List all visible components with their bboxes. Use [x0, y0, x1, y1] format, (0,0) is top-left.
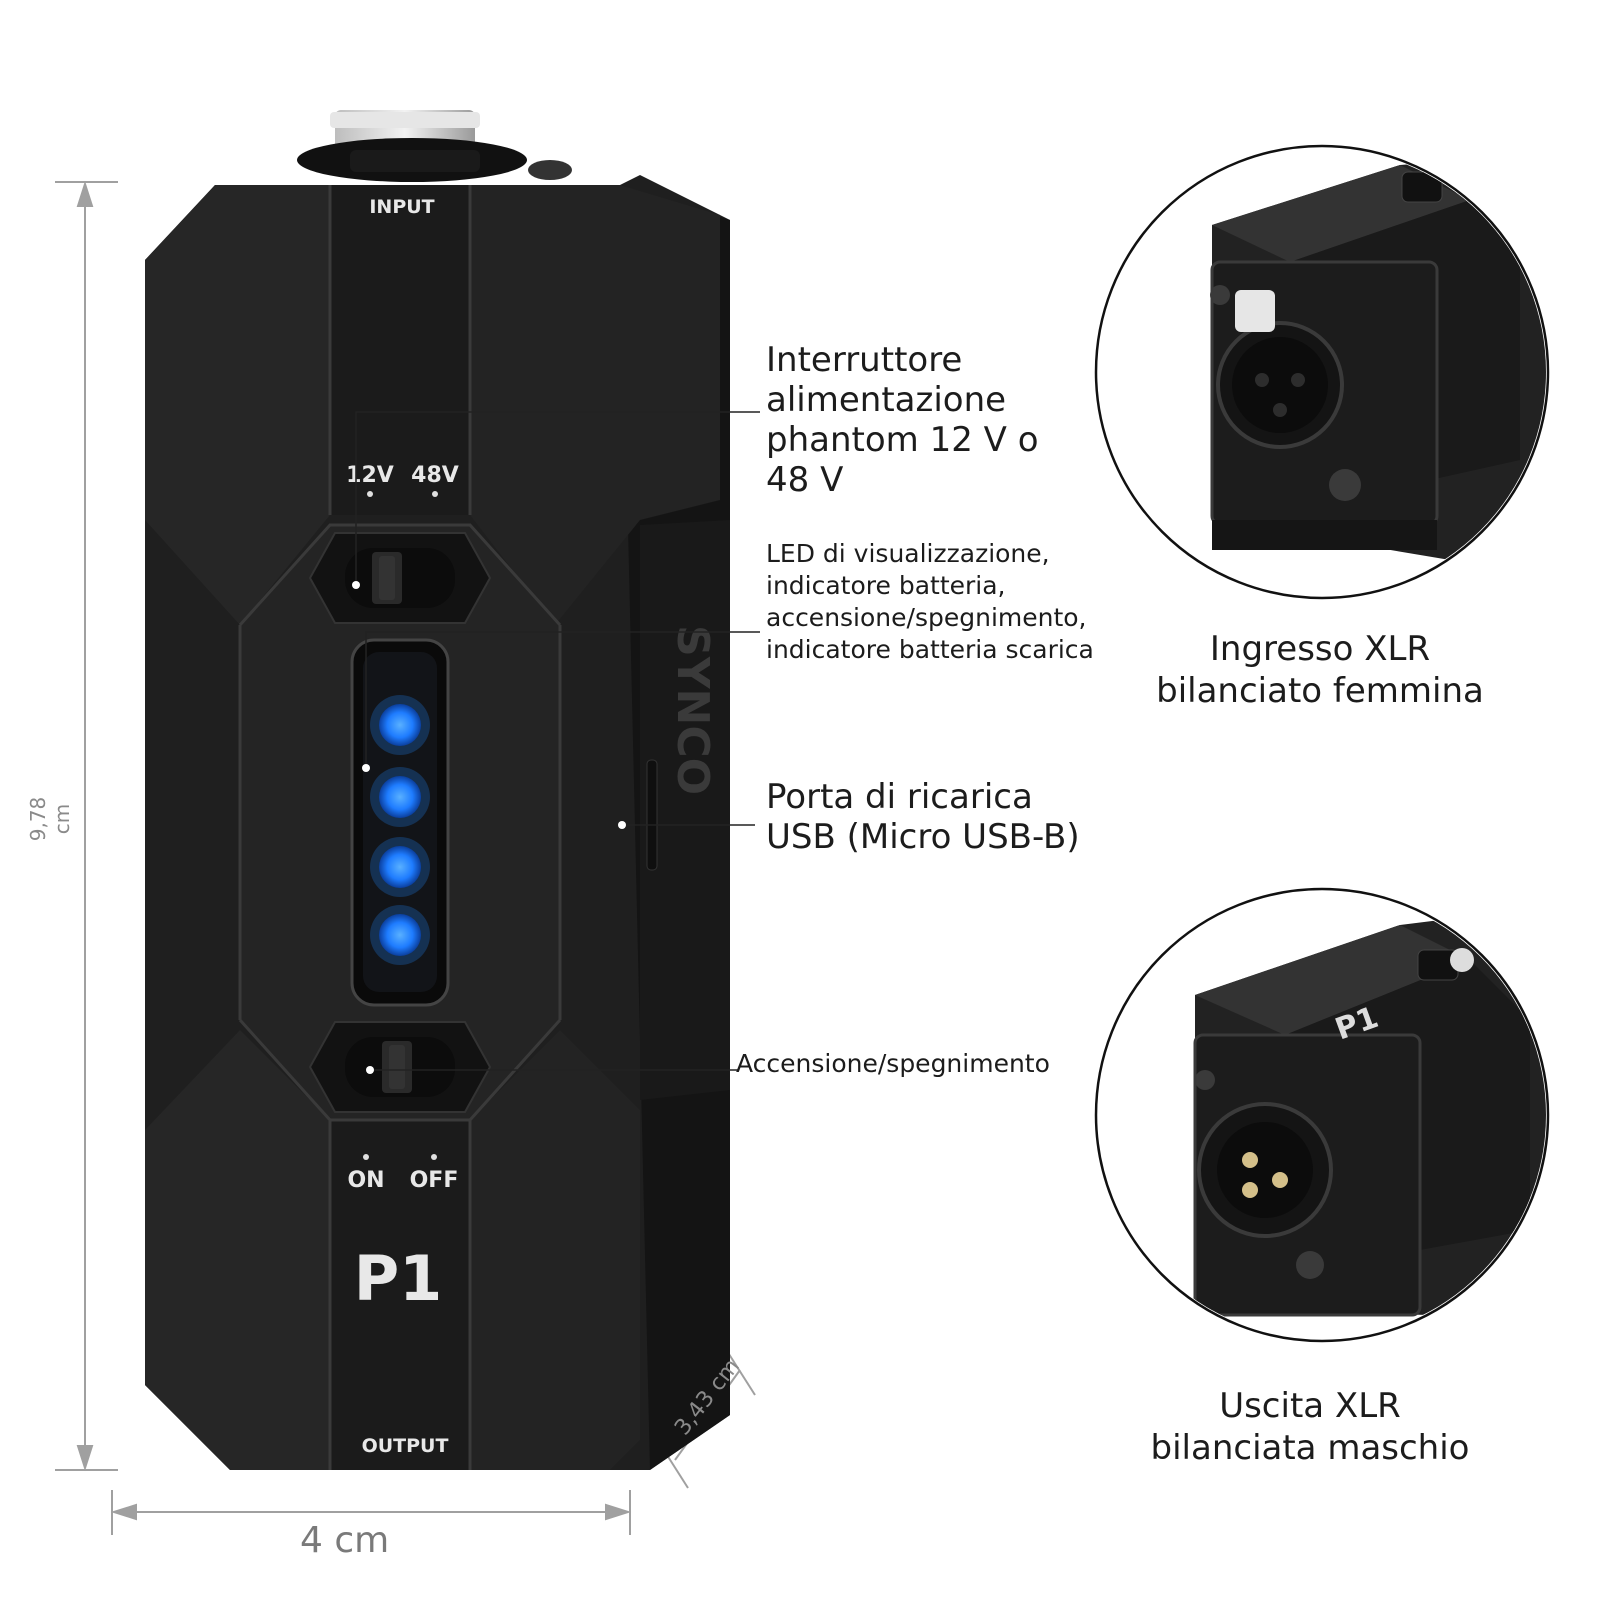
led-dot [379, 914, 421, 956]
v12-printed-label: 12V [346, 463, 394, 488]
power-switch[interactable] [308, 1021, 492, 1113]
led-dot [379, 846, 421, 888]
led-dot [379, 776, 421, 818]
input-xlr-caption-line: bilanciato femmina [1156, 671, 1484, 711]
off-printed-label: OFF [410, 1168, 459, 1193]
led-callout-line: accensione/spegnimento, [766, 603, 1087, 632]
phantom-callout-line: phantom 12 V o [766, 420, 1039, 460]
led-callout: LED di visualizzazione, indicatore batte… [766, 538, 1146, 666]
phantom-callout-line: Interruttore [766, 340, 963, 380]
on-printed-label: ON [347, 1168, 384, 1193]
phantom-callout-line: alimentazione [766, 380, 1007, 420]
input-printed-label: INPUT [369, 196, 434, 218]
led-callout-line: indicatore batteria, [766, 571, 1006, 600]
phantom-callout: Interruttore alimentazione phantom 12 V … [766, 340, 1096, 500]
led-dot [379, 704, 421, 746]
callout-lines [352, 411, 760, 1074]
brand-logo: SYNCO [667, 625, 718, 795]
output-xlr-detail: P1 [1094, 887, 1550, 1343]
led-indicator-window [350, 638, 450, 1007]
input-xlr-caption-line: Ingresso XLR [1209, 629, 1431, 669]
width-dimension-label: 4 cm [300, 1520, 390, 1561]
led-callout-line: LED di visualizzazione, [766, 539, 1050, 568]
xlr-input-connector [297, 110, 572, 182]
output-printed-label: OUTPUT [362, 1435, 449, 1457]
usb-callout-line: USB (Micro USB-B) [766, 817, 1080, 857]
input-xlr-caption: Ingresso XLR bilanciato femmina [1120, 628, 1520, 712]
switch-position-dots [363, 491, 438, 1160]
model-printed-label: P1 [354, 1242, 443, 1315]
power-callout: Accensione/spegnimento [736, 1049, 1050, 1078]
usb-callout: Porta di ricarica USB (Micro USB-B) [766, 777, 1126, 857]
phantom-switch[interactable] [308, 532, 492, 624]
led-battery-bar [370, 695, 430, 965]
led-callout-line: indicatore batteria scarica [766, 635, 1094, 664]
usb-port [646, 759, 658, 871]
output-xlr-caption-line: bilanciata maschio [1150, 1428, 1470, 1468]
input-xlr-detail [1094, 144, 1550, 600]
v48-printed-label: 48V [411, 463, 459, 488]
phantom-callout-line: 48 V [766, 460, 844, 500]
usb-callout-line: Porta di ricarica [766, 777, 1033, 817]
output-xlr-caption-line: Uscita XLR [1219, 1386, 1401, 1426]
height-dimension [55, 180, 118, 1472]
width-dimension [110, 1490, 632, 1535]
height-dimension-label: 9,78 cm [26, 796, 74, 842]
output-xlr-caption: Uscita XLR bilanciata maschio [1110, 1385, 1510, 1469]
